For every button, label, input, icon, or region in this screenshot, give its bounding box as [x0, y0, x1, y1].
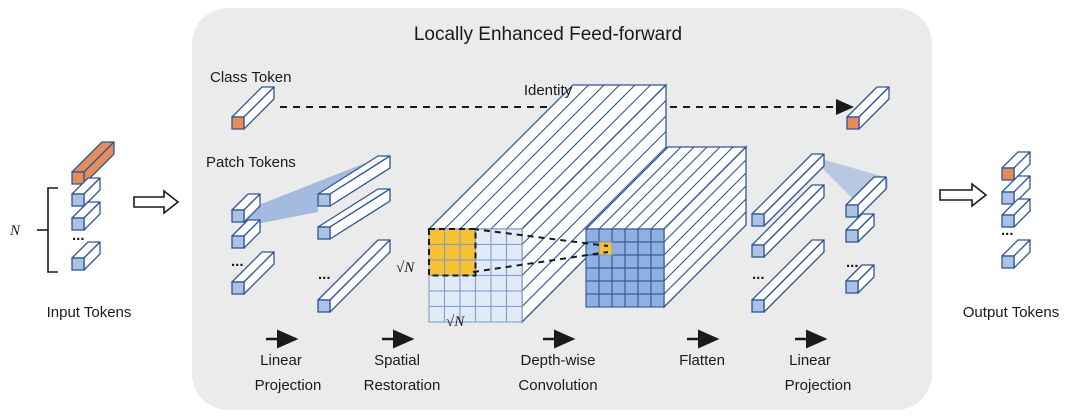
output-patch-token-stack: [1001, 239, 1031, 269]
class-token: [231, 86, 275, 130]
ellipsis-patch-tokens: ...: [231, 253, 244, 270]
step-label-linear-projection-2b: Projection: [785, 377, 852, 394]
output-tokens-label: Output Tokens: [963, 304, 1059, 321]
projected-token: [317, 239, 391, 313]
input-class-token: [71, 141, 115, 185]
conv-kernel-highlight: [428, 228, 477, 277]
n-bracket: [47, 187, 58, 273]
step-label-linear-projection-2a: Linear: [789, 352, 831, 369]
flattened-token: [751, 184, 825, 258]
kernel-connector-top: [472, 228, 609, 247]
step-label-flatten: Flatten: [679, 352, 725, 369]
projection-fan-1: [246, 158, 378, 226]
step-label-linear-projection-1a: Linear: [260, 352, 302, 369]
patch-token: [231, 193, 261, 223]
step-label-linear-projection-1b: Projection: [255, 377, 322, 394]
output-class-token: [846, 86, 890, 130]
output-patch-token: [845, 176, 887, 218]
output-patch-token: [845, 213, 875, 243]
patch-tokens-label: Patch Tokens: [206, 154, 296, 171]
identity-label: Identity: [524, 82, 573, 99]
ellipsis-input: ...: [72, 227, 85, 244]
input-patch-token: [71, 201, 101, 231]
n-label: N: [9, 223, 21, 239]
step-label-depthwise-convolution-b: Convolution: [518, 377, 597, 394]
input-patch-token: [71, 241, 101, 271]
input-hollow-arrow: [133, 189, 180, 215]
ellipsis-output-patches: ...: [846, 254, 859, 271]
ellipsis-output: ...: [1001, 222, 1014, 239]
sqrt-n-label-side: √N: [396, 260, 415, 276]
projected-token: [317, 188, 391, 240]
restored-feature-volume: [427, 83, 668, 324]
step-label-depthwise-convolution-a: Depth-wise: [520, 352, 595, 369]
ellipsis-projected-1: ...: [318, 266, 331, 283]
output-patch-token-stack: [1001, 198, 1031, 228]
sqrt-n-label-bottom: √N: [446, 314, 465, 330]
kernel-connector-bottom: [472, 251, 609, 273]
input-tokens-label: Input Tokens: [47, 304, 132, 321]
output-class-token-stack: [1001, 151, 1031, 181]
ellipsis-projected-2: ...: [752, 266, 765, 283]
module-title: Locally Enhanced Feed-forward: [414, 24, 682, 45]
output-patch-token-stack: [1001, 175, 1031, 205]
projected-token: [317, 155, 391, 207]
output-hollow-arrow: [939, 182, 988, 208]
flattened-token: [751, 239, 825, 313]
step-label-spatial-restoration-a: Spatial: [374, 352, 420, 369]
class-token-label: Class Token: [210, 69, 291, 86]
output-patch-token: [845, 264, 875, 294]
patch-token: [231, 219, 261, 249]
step-label-spatial-restoration-b: Restoration: [364, 377, 441, 394]
conv-output-cell: [598, 241, 613, 256]
input-patch-token: [71, 177, 101, 207]
patch-token: [231, 251, 275, 295]
flattened-token: [751, 153, 825, 227]
